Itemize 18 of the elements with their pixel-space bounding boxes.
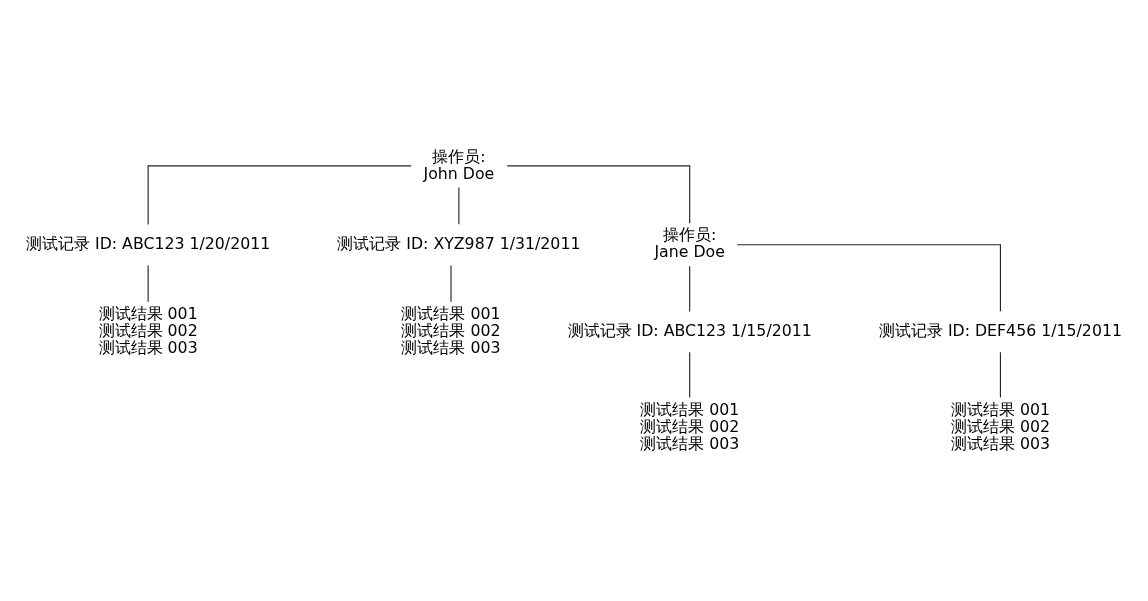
node-text: 测试结果 001 测试结果 002 测试结果 003: [950, 399, 1050, 453]
node-text: 测试记录 ID: XYZ987 1/31/2011: [337, 233, 581, 253]
node-text: 测试记录 ID: DEF456 1/15/2011: [878, 320, 1122, 340]
node-text: 测试记录 ID: ABC123 1/20/2011: [26, 233, 271, 253]
connector: [147, 264, 149, 302]
node-text: 操作员: John Doe: [423, 146, 495, 182]
connector: [689, 265, 691, 312]
node-text: 测试结果 001 测试结果 002 测试结果 003: [98, 303, 198, 357]
node-text: 操作员: Jane Doe: [654, 224, 725, 261]
node-text: 测试结果 001 测试结果 002 测试结果 003: [401, 303, 501, 357]
connector: [506, 164, 691, 224]
connector: [999, 351, 1001, 398]
connector: [458, 186, 460, 225]
connector: [147, 164, 412, 225]
connector: [689, 351, 691, 398]
connector: [736, 243, 1001, 312]
node-text: 测试记录 ID: ABC123 1/15/2011: [567, 320, 812, 340]
node-text: 测试结果 001 测试结果 002 测试结果 003: [640, 399, 740, 453]
